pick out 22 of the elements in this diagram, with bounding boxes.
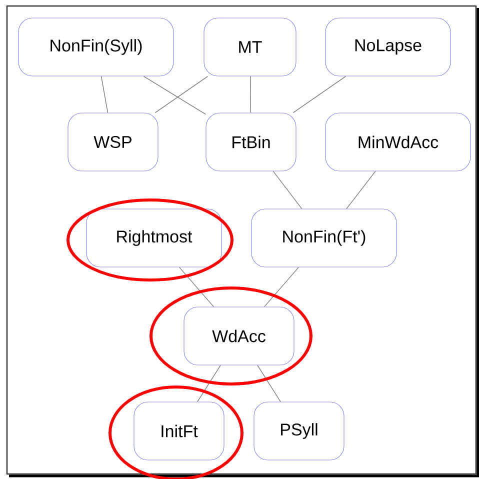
node-box: NonFin(Syll) bbox=[18, 18, 174, 76]
node-box: WSP bbox=[68, 112, 158, 172]
node-box: FtBin bbox=[206, 112, 296, 172]
connector-line bbox=[154, 76, 208, 114]
node-box: WdAcc bbox=[184, 306, 294, 366]
connector-line bbox=[346, 170, 376, 210]
node-box: NonFin(Ft') bbox=[251, 208, 397, 268]
connector-line bbox=[100, 76, 108, 114]
node-box: InitFt bbox=[134, 402, 224, 460]
connector-line bbox=[143, 76, 206, 115]
connector-line bbox=[264, 266, 299, 308]
connector-line bbox=[292, 76, 346, 114]
node-box: MT bbox=[204, 18, 296, 76]
connector-line bbox=[250, 76, 252, 114]
node-box: PSyll bbox=[254, 402, 344, 460]
connector-line bbox=[257, 364, 281, 402]
node-box: NoLapse bbox=[325, 18, 451, 76]
connector-line bbox=[197, 364, 221, 402]
connector-line bbox=[272, 170, 302, 210]
node-box: Rightmost bbox=[86, 208, 222, 268]
connector-line bbox=[179, 266, 214, 308]
node-box: MinWdAcc bbox=[325, 112, 471, 172]
